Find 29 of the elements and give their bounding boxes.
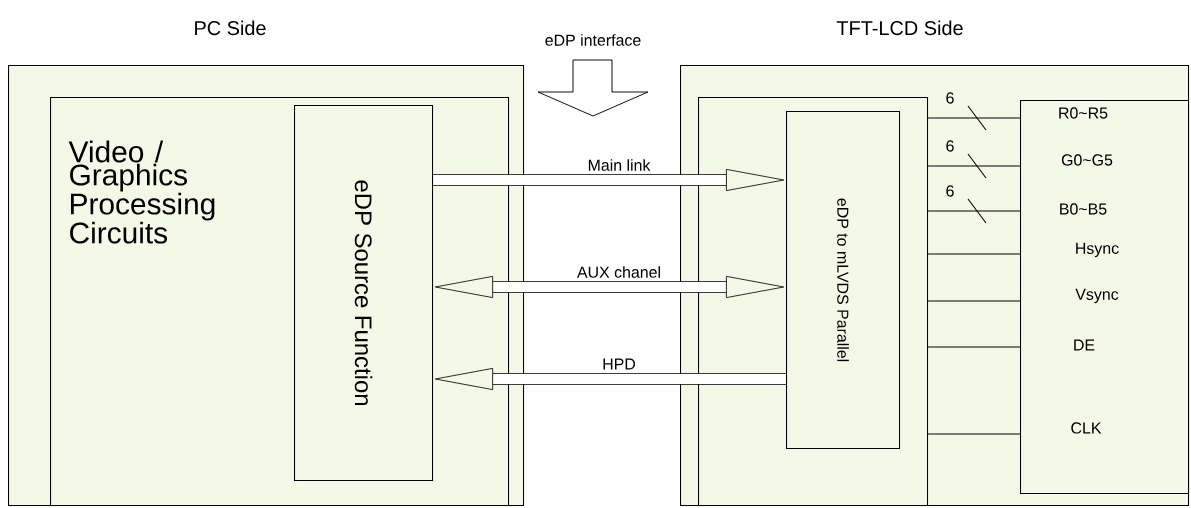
pin-label: B0~B5 — [1060, 203, 1107, 215]
block-box — [1020, 100, 1190, 495]
signal-line — [927, 253, 1021, 255]
signal-line — [927, 433, 1021, 435]
pin-label: Vsync — [1075, 288, 1119, 304]
signal-line — [927, 346, 1021, 348]
bus-width-label: 6 — [946, 140, 954, 152]
signal-line — [927, 165, 1021, 167]
signal-line — [927, 300, 1021, 302]
pin-label: DE — [1074, 339, 1095, 351]
edge-label: HPD — [603, 358, 636, 370]
pin-label: Hsync — [1076, 242, 1119, 258]
edge-label: AUX chanel — [577, 266, 660, 278]
signal-line — [927, 210, 1021, 212]
signal-arrow — [434, 275, 785, 299]
function-box: eDP Source Function — [294, 105, 434, 482]
pin-label: R0~R5 — [1059, 107, 1108, 119]
pin-label: CLK — [1071, 422, 1102, 434]
edge-label: Main link — [588, 159, 651, 171]
bus-width-label: 6 — [946, 185, 954, 197]
interface-label: eDP interface — [545, 34, 641, 46]
function-box: eDP to mLVDS Parallel — [786, 111, 901, 450]
signal-line — [927, 117, 1021, 119]
pin-label: G0~G5 — [1061, 154, 1113, 166]
signal-arrow — [434, 367, 786, 391]
node-label: TFT-LCD Side — [836, 20, 963, 36]
node-label: PC Side — [195, 20, 266, 36]
signal-arrow — [433, 168, 785, 192]
bus-width-label: 6 — [946, 92, 954, 104]
